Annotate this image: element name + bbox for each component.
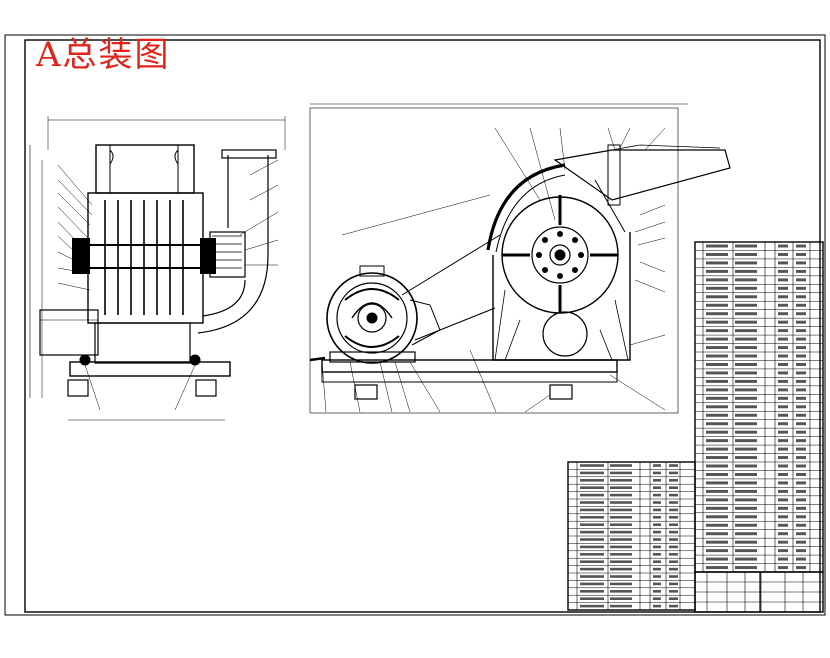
front-view xyxy=(309,103,731,414)
inner-frame xyxy=(24,39,821,613)
side-view xyxy=(29,116,286,421)
drawing-title: A总装图 xyxy=(36,35,171,75)
outer-frame xyxy=(4,34,826,616)
parts-list xyxy=(567,241,824,613)
